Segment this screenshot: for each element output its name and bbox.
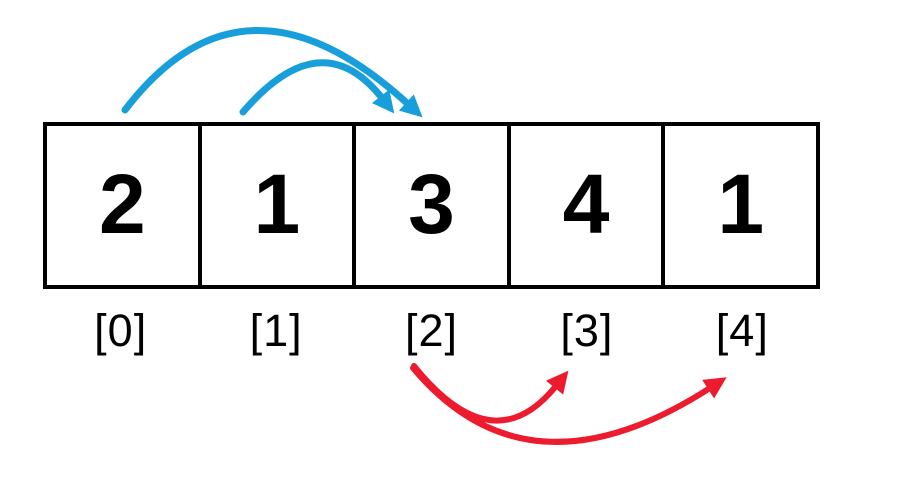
- blue-arrow-0-to-2: [121, 27, 423, 118]
- array-cell-3: 4: [506, 126, 662, 285]
- index-label-1: [1]: [249, 305, 303, 356]
- array-cell-0: 2: [47, 126, 198, 285]
- red-arrow-2-to-4: [410, 365, 727, 445]
- cell-value-0: 2: [98, 156, 146, 251]
- array-cell-2: 3: [352, 126, 507, 285]
- index-label-3: [3]: [560, 305, 614, 356]
- array-cell-1: 1: [197, 126, 353, 285]
- cell-value-3: 4: [562, 156, 610, 251]
- red-arrow-2-to-3: [411, 363, 569, 424]
- cell-value-4: 1: [717, 156, 765, 251]
- index-label-4: [4]: [715, 305, 769, 356]
- index-label-0: [0]: [94, 305, 148, 356]
- array-box: 2 1 3 4 1: [43, 122, 820, 289]
- index-row: [0] [1] [2] [3] [4]: [43, 300, 820, 362]
- array-cell-4: 1: [661, 126, 816, 285]
- cell-value-2: 3: [408, 156, 455, 251]
- blue-arrow-1-to-2: [239, 59, 395, 116]
- index-label-2: [2]: [404, 305, 459, 356]
- cell-value-1: 1: [253, 156, 301, 251]
